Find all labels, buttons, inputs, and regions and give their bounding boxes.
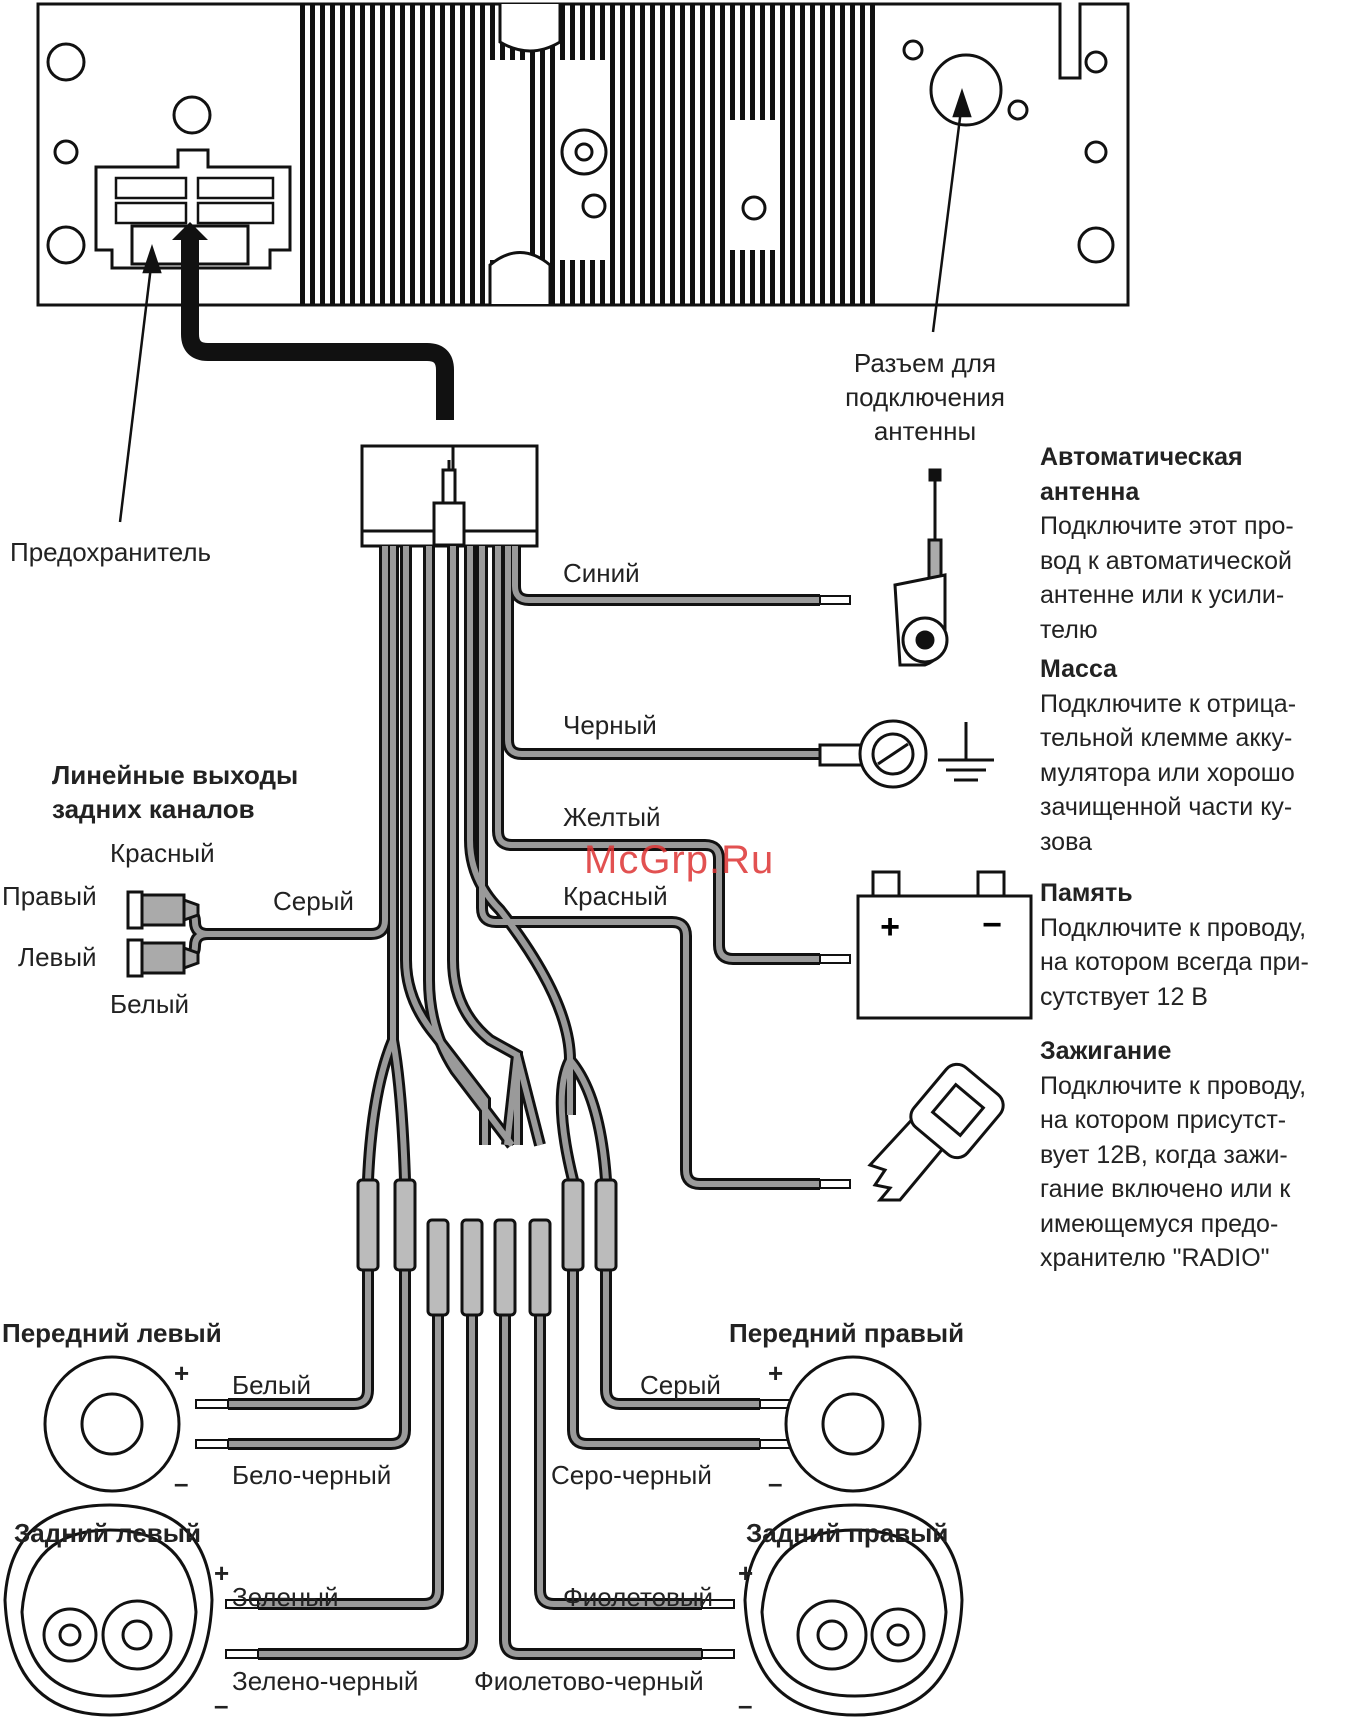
front-right-minus-mark: – — [768, 1468, 783, 1498]
line-out-right-label: Правый — [2, 881, 97, 911]
desc-line: гание включено или к — [1040, 1175, 1291, 1203]
line-out-wire-label: Серый — [273, 886, 354, 916]
desc-line: Подключите к отрица- — [1040, 689, 1297, 718]
desc-line: Подключите этот про- — [1040, 512, 1294, 540]
desc-title: Масса — [1040, 655, 1118, 683]
harness-plug — [360, 444, 539, 548]
desc-title: Зажигание — [1040, 1037, 1172, 1065]
front-right-plus-mark: + — [768, 1358, 784, 1388]
main-harness-cable — [181, 232, 454, 420]
desc-line: вод к автоматической — [1040, 546, 1292, 575]
desc-ground: Масса Подключите к отрица- тельной клемм… — [1040, 652, 1296, 859]
battery-plus: + — [880, 908, 900, 946]
rear-left-plus-mark: + — [214, 1558, 230, 1588]
rear-left-minus-wire: Зелено-черный — [232, 1666, 419, 1696]
line-out-left-label: Левый — [18, 942, 97, 972]
desc-line: хранителю "RADIO" — [1040, 1244, 1270, 1272]
pointer-lines — [118, 88, 972, 523]
front-left-minus-wire: Бело-черный — [232, 1460, 392, 1490]
speaker-rear-left-title: Задний левый — [14, 1518, 201, 1548]
fuse-label: Предохранитель — [10, 537, 212, 567]
desc-line: Подключите к проводу, — [1040, 1071, 1307, 1100]
wire-black-label: Черный — [563, 710, 657, 740]
rca-plugs — [126, 890, 200, 978]
antenna-connector-line: антенны — [873, 416, 977, 446]
speaker-rear-right-title: Задний правый — [746, 1518, 949, 1548]
rear-right-minus-mark: – — [738, 1690, 753, 1720]
desc-line: имеющемуся предо- — [1040, 1209, 1279, 1238]
front-right-plus-wire: Серый — [640, 1370, 721, 1400]
front-right-minus-wire: Серо-черный — [551, 1460, 712, 1490]
rear-left-plus-wire: Зеленый — [232, 1582, 339, 1612]
desc-line: зова — [1040, 827, 1092, 856]
wire-yellow-label: Желтый — [563, 802, 661, 832]
desc-line: антенне или к усили- — [1040, 581, 1285, 609]
speaker-front-right — [784, 1355, 922, 1493]
wire-red-label: Красный — [563, 881, 668, 911]
watermark: McGrp.Ru — [584, 838, 775, 882]
line-out-title: Линейные выходы задних каналов — [52, 758, 298, 826]
desc-line: на котором всегда при- — [1040, 948, 1309, 976]
antenna-connector-line: подключения — [845, 382, 1005, 412]
desc-line: Подключите к проводу, — [1040, 913, 1307, 942]
line-out-title-line: задних каналов — [52, 794, 255, 824]
desc-line: зачищенной части ку- — [1040, 793, 1293, 821]
desc-line: вует 12В, когда зажи- — [1040, 1140, 1288, 1169]
power-antenna-icon — [893, 468, 949, 667]
front-left-minus-mark: – — [174, 1468, 189, 1498]
speaker-rear-left — [3, 1503, 214, 1717]
desc-line: тельной клемме акку- — [1040, 724, 1293, 752]
desc-memory: Память Подключите к проводу, на котором … — [1040, 876, 1309, 1014]
ground-icon — [818, 719, 994, 789]
desc-title: антенна — [1040, 477, 1140, 506]
antenna-connector-label: Разъем для подключения антенны — [822, 346, 1028, 448]
desc-title: Память — [1040, 879, 1133, 907]
line-out-red-label: Красный — [110, 838, 215, 868]
desc-line: сутствует 12 В — [1040, 982, 1208, 1011]
battery-minus: − — [982, 906, 1002, 944]
desc-power-antenna: Автоматическая антенна Подключите этот п… — [1040, 440, 1294, 647]
speaker-front-right-title: Передний правый — [729, 1318, 965, 1348]
rear-right-minus-wire: Фиолетово-черный — [474, 1666, 704, 1696]
desc-line: на котором присутст- — [1040, 1106, 1287, 1134]
wire-harness — [181, 546, 851, 1660]
front-left-plus-mark: + — [174, 1358, 190, 1388]
wire-blue-label: Синий — [563, 558, 640, 588]
rear-right-plus-wire: Фиолетовый — [563, 1582, 714, 1612]
speaker-front-left — [43, 1355, 181, 1493]
wire-connector-sleeves — [356, 1178, 618, 1317]
desc-line: телю — [1040, 615, 1098, 644]
desc-line: мулятора или хорошо — [1040, 758, 1295, 787]
line-out-title-line: Линейные выходы — [52, 760, 299, 790]
harness-arrow — [172, 222, 208, 240]
speaker-front-left-title: Передний левый — [2, 1318, 222, 1348]
head-unit-rear-panel — [36, 2, 1130, 307]
line-out-white-label: Белый — [110, 989, 190, 1019]
rear-left-minus-mark: – — [214, 1690, 229, 1720]
antenna-connector-line: Разъем для — [853, 348, 997, 378]
rear-right-plus-mark: + — [738, 1558, 754, 1588]
desc-ignition: Зажигание Подключите к проводу, на котор… — [1040, 1034, 1306, 1276]
desc-title: Автоматическая — [1040, 443, 1243, 471]
speaker-rear-right — [743, 1503, 964, 1717]
front-left-plus-wire: Белый — [232, 1370, 312, 1400]
battery-icon — [856, 870, 1033, 1020]
ignition-key-icon — [867, 1062, 1005, 1202]
